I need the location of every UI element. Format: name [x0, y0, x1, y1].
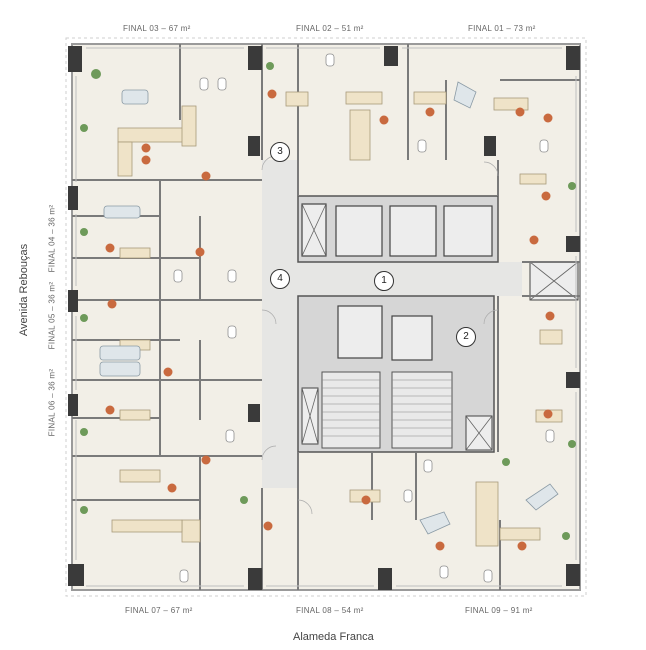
beds-and-chairs: [99, 81, 559, 535]
marker-1: 1: [374, 271, 394, 291]
plants: [80, 62, 576, 540]
shaft-cross-se: [465, 415, 493, 451]
balcony-outline: [65, 37, 587, 597]
corridor: [262, 160, 522, 488]
elevator-group-south: [337, 305, 433, 361]
unit-label-final-02: FINAL 02 – 51 m²: [296, 24, 364, 33]
unit-label-final-03: FINAL 03 – 67 m²: [123, 24, 191, 33]
marker-4: 4: [270, 269, 290, 289]
unit-label-final-09: FINAL 09 – 91 m²: [465, 606, 533, 615]
structural-columns: [68, 46, 580, 590]
unit-label-final-01: FINAL 01 – 73 m²: [468, 24, 536, 33]
furniture: [111, 91, 563, 547]
unit-label-final-08: FINAL 08 – 54 m²: [296, 606, 364, 615]
window-lines: [75, 47, 577, 587]
interior-walls: [72, 44, 580, 590]
door-swings: [261, 155, 499, 515]
sanitary-fixtures: [173, 53, 555, 583]
marker-2: 2: [456, 327, 476, 347]
marker-3: 3: [270, 142, 290, 162]
shaft-cross-east: [529, 261, 579, 301]
unit-label-final-07: FINAL 07 – 67 m²: [125, 606, 193, 615]
shaft-cross-north: [301, 203, 327, 257]
stairs: [321, 371, 453, 449]
stair-treads: [322, 379, 452, 437]
shaft-cross-south: [301, 387, 319, 445]
accent-chairs: [105, 89, 555, 551]
street-label-alameda-franca: Alameda Franca: [293, 631, 374, 643]
